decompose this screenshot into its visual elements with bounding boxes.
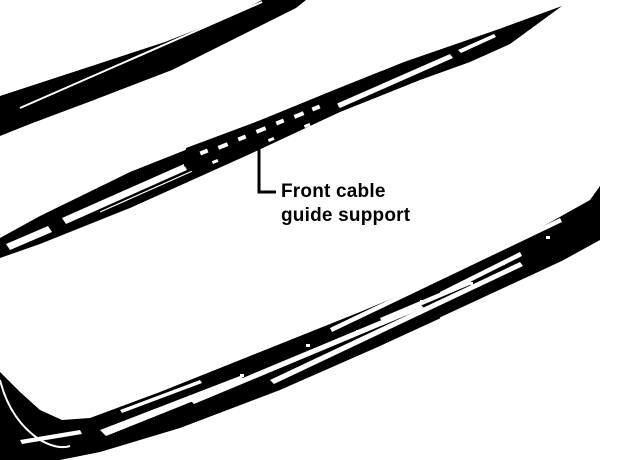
callout-leader-line (257, 148, 276, 194)
lower-door-sill-rail (0, 186, 601, 460)
front-cable-guide-support (184, 96, 340, 174)
upper-body-panel (0, 0, 306, 136)
callout-label-line-2: guide support (281, 205, 411, 226)
callout-label-line-1: Front cable (281, 181, 386, 202)
callout-label: Front cable guide support (281, 180, 410, 228)
